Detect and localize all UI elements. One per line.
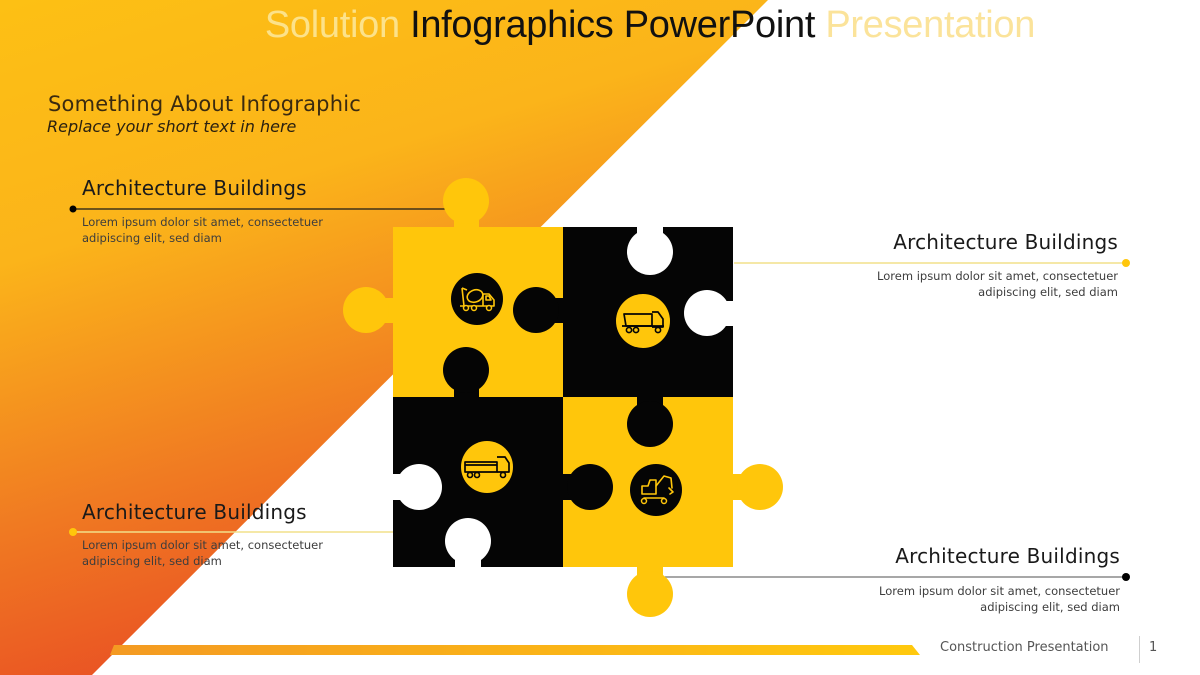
block-text-line: Lorem ipsum dolor sit amet, consectetuer: [82, 215, 323, 229]
block-title-top-right: Architecture Buildings: [893, 230, 1118, 254]
connector-top-right: [734, 259, 1130, 267]
block-text-line: adipiscing elit, sed diam: [82, 554, 222, 568]
puzzle-graphic: [343, 178, 783, 617]
block-text-line: Lorem ipsum dolor sit amet, consectetuer: [82, 538, 323, 552]
block-text-line: adipiscing elit, sed diam: [82, 231, 222, 245]
title-part-2: Infographics PowerPoint: [410, 4, 816, 46]
intro-subheading: Replace your short text in here: [47, 117, 297, 136]
flatbed-truck-icon: [461, 441, 513, 493]
block-text-bottom-left: Lorem ipsum dolor sit amet, consectetuer…: [82, 537, 323, 569]
block-text-top-left: Lorem ipsum dolor sit amet, consectetuer…: [82, 214, 323, 246]
block-title-bottom-right: Architecture Buildings: [895, 544, 1120, 568]
footer-label: Construction Presentation: [940, 640, 1109, 655]
connector-bottom-left: [69, 528, 393, 536]
connector-bottom-right: [665, 573, 1130, 581]
title-part-1: Solution: [264, 4, 400, 46]
diagonal-gradient-shape: [0, 0, 768, 675]
block-title-top-left: Architecture Buildings: [82, 176, 307, 200]
dump-truck-icon: [616, 294, 670, 348]
block-text-bottom-right: Lorem ipsum dolor sit amet, consectetuer…: [879, 583, 1120, 615]
slide-title: Solution Infographics PowerPoint Present…: [0, 4, 1200, 47]
intro-heading: Something About Infographic: [48, 92, 362, 116]
block-text-line: Lorem ipsum dolor sit amet, consectetuer: [879, 584, 1120, 598]
title-part-3: Presentation: [825, 4, 1036, 46]
page-number: 1: [1149, 640, 1158, 655]
cement-mixer-truck-icon: [451, 273, 503, 325]
block-title-bottom-left: Architecture Buildings: [82, 500, 307, 524]
block-text-line: adipiscing elit, sed diam: [980, 600, 1120, 614]
block-text-line: adipiscing elit, sed diam: [978, 285, 1118, 299]
connector-top-left: [69, 205, 458, 213]
block-text-line: Lorem ipsum dolor sit amet, consectetuer: [877, 269, 1118, 283]
footer-separator: [1139, 636, 1140, 663]
footer-accent-bar: [110, 645, 920, 655]
excavator-icon: [630, 464, 682, 516]
block-text-top-right: Lorem ipsum dolor sit amet, consectetuer…: [877, 268, 1118, 300]
